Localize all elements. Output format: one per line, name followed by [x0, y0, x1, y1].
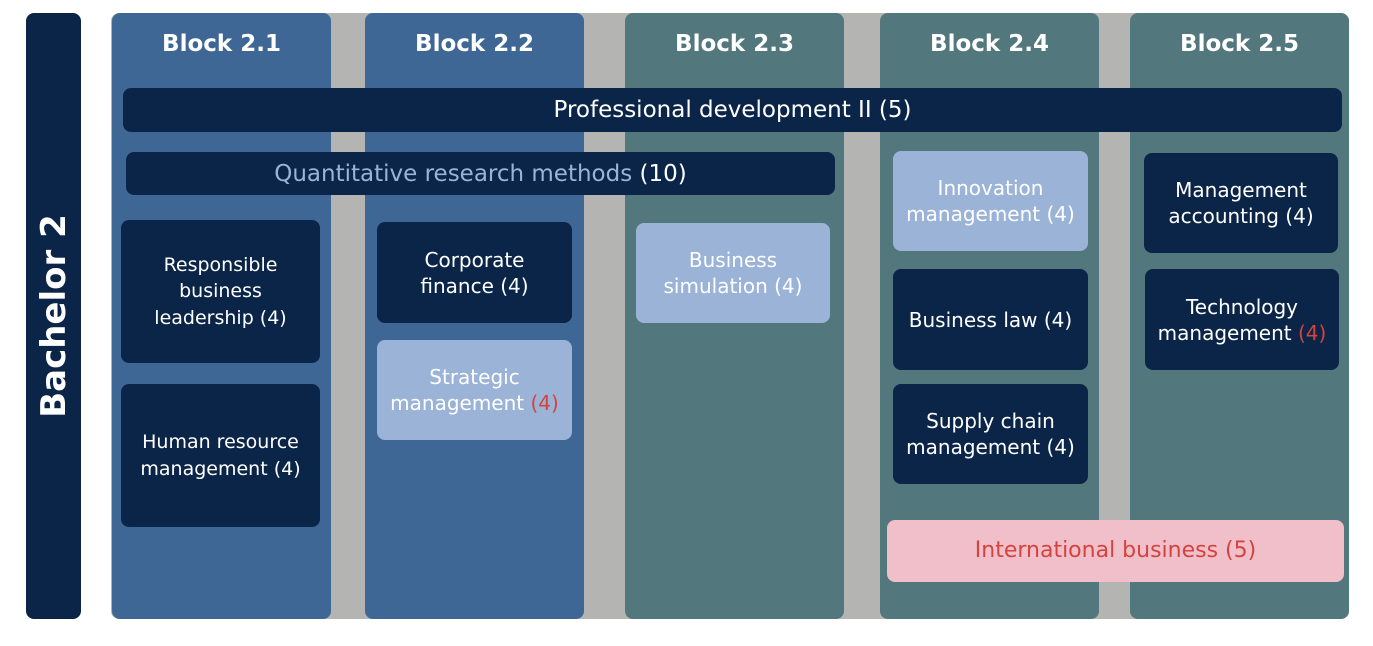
year-bar: Bachelor 2: [26, 13, 81, 619]
course-business-simulation: Business simulation (4): [636, 223, 830, 323]
course-label: Management accounting (4): [1168, 178, 1314, 228]
course-label: International business (5): [974, 537, 1257, 563]
block-header: Block 2.1: [162, 31, 281, 57]
course-international-business: International business (5): [887, 520, 1344, 582]
course-corporate-finance: Corporate finance (4): [377, 222, 572, 323]
course-credits: (4): [1298, 320, 1327, 345]
course-label: Quantitative research methods: [274, 160, 633, 187]
course-business-law: Business law (4): [893, 269, 1088, 370]
course-credits: (10): [639, 160, 687, 187]
block-header: Block 2.2: [415, 31, 534, 57]
course-technology-management: Technology management (4): [1145, 269, 1339, 370]
course-label: Professional development II (5): [553, 97, 912, 123]
block-header: Block 2.5: [1180, 31, 1299, 57]
course-label: Responsible business leadership (4): [154, 254, 287, 329]
course-label: Supply chain management (4): [906, 409, 1075, 459]
course-label: Business simulation (4): [663, 248, 803, 298]
course-label: Corporate finance (4): [420, 247, 529, 298]
course-supply-chain-management: Supply chain management (4): [893, 384, 1088, 484]
block-header: Block 2.3: [675, 31, 794, 57]
course-innovation-management: Innovation management (4): [893, 151, 1088, 251]
course-label: Technology management: [1157, 294, 1299, 345]
course-label: Strategic management: [390, 365, 525, 415]
course-strategic-management: Strategic management (4): [377, 340, 572, 440]
course-label: Innovation management (4): [906, 176, 1075, 226]
course-label: Business law (4): [908, 307, 1073, 332]
course-quantitative-research-methods: Quantitative research methods (10): [126, 152, 835, 195]
course-human-resource-management: Human resource management (4): [121, 384, 320, 527]
course-label: Human resource management (4): [140, 431, 301, 480]
course-management-accounting: Management accounting (4): [1144, 153, 1338, 253]
course-responsible-business-leadership: Responsible business leadership (4): [121, 220, 320, 363]
block-header: Block 2.4: [930, 31, 1049, 57]
course-credits: (4): [530, 391, 559, 415]
course-professional-development: Professional development II (5): [123, 88, 1342, 132]
year-label: Bachelor 2: [33, 214, 74, 418]
